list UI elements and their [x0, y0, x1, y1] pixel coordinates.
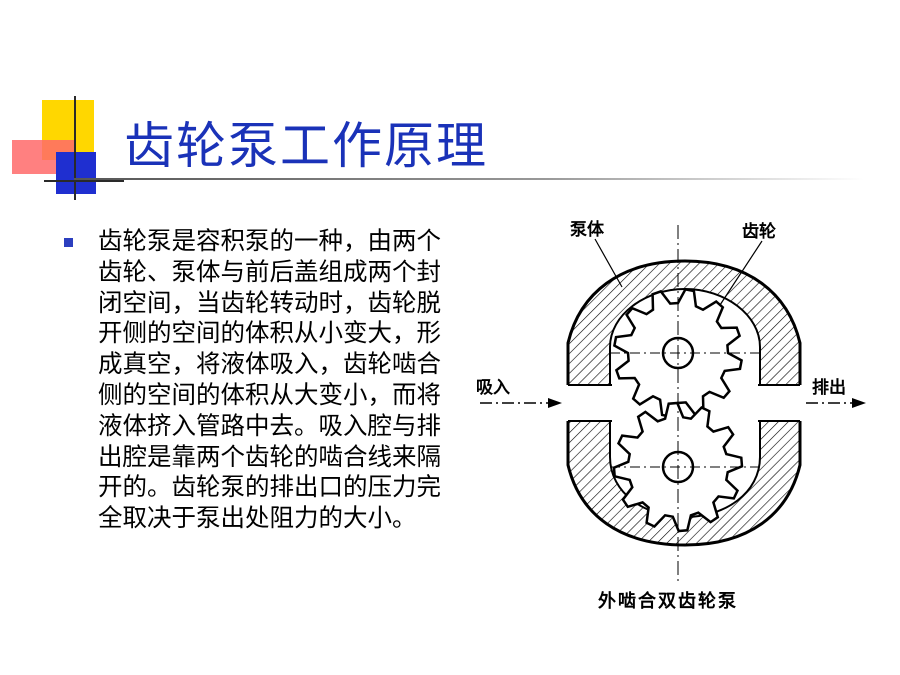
decor-vertical-line	[74, 96, 76, 200]
diagram-caption: 外啮合双齿轮泵	[598, 590, 738, 612]
label-inlet: 吸入	[476, 378, 510, 398]
slide-title: 齿轮泵工作原理	[124, 117, 488, 175]
leader-lines	[594, 238, 763, 306]
decor-horizontal-line	[44, 180, 124, 182]
decor-blue-square	[56, 152, 96, 194]
gear-pump-diagram: 泵体 齿轮 吸入 排出 外啮合双齿轮泵	[470, 205, 870, 625]
center-lines	[610, 225, 760, 585]
title-underline	[74, 178, 864, 180]
label-pump-body: 泵体	[570, 219, 605, 240]
slide-body-text: 齿轮泵是容积泵的一种，由两个齿轮、泵体与前后盖组成两个封闭空间，当齿轮转动时，齿…	[98, 226, 441, 533]
flow-arrows	[480, 398, 866, 408]
bullet-square-icon	[64, 238, 73, 247]
label-outlet: 排出	[812, 377, 846, 398]
label-gear: 齿轮	[742, 221, 776, 242]
